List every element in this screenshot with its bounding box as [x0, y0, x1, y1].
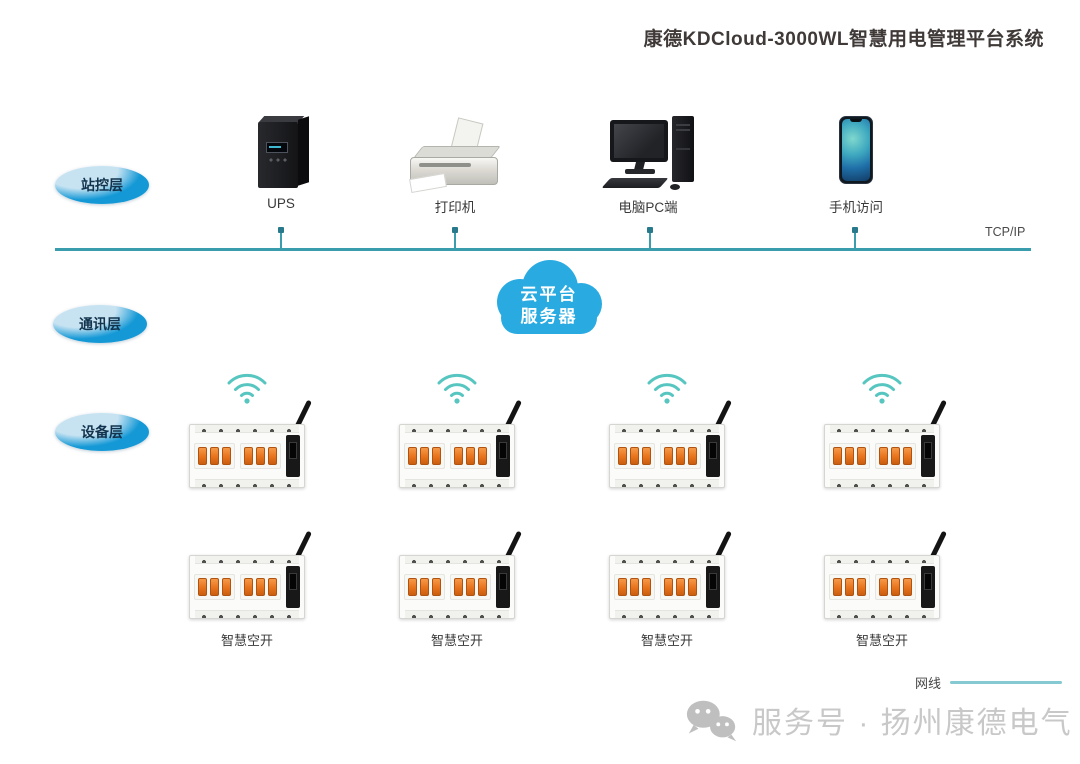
- smart-breaker: [609, 530, 732, 619]
- device-label-printer: 打印机: [434, 200, 476, 215]
- wifi-icon: [227, 373, 267, 404]
- breaker-body: [609, 555, 725, 619]
- breaker-body: [824, 555, 940, 619]
- legend-network-cable-line: [950, 681, 1062, 684]
- layer-badge-station: 站控层: [55, 166, 149, 204]
- cloud-server-label: 云平台 服务器: [486, 284, 612, 328]
- breaker-display: [706, 435, 720, 477]
- cloud-icon: [497, 260, 602, 334]
- smart-breaker: [824, 530, 947, 619]
- layer-label-station: 站控层: [81, 177, 123, 193]
- breaker-display: [921, 566, 935, 608]
- printer-icon: [408, 117, 502, 194]
- wifi-icon: [647, 373, 687, 404]
- breaker-body: [609, 424, 725, 488]
- device-label-ups: UPS: [267, 196, 295, 211]
- smart-breaker: [609, 399, 732, 488]
- device-label-pc: 电脑PC端: [618, 200, 678, 215]
- smart-breaker: [189, 530, 312, 619]
- cloud-label-line1: 云平台: [520, 285, 578, 304]
- layer-badge-communication: 通讯层: [53, 305, 147, 343]
- bus-connector: [452, 227, 458, 248]
- phone-icon: [839, 116, 873, 184]
- breaker-display: [496, 566, 510, 608]
- page-title: 康德KDCloud-3000WL智慧用电管理平台系统: [643, 29, 1044, 50]
- watermark-text: 服务号 · 扬州康德电气: [752, 707, 1073, 740]
- bus-connector: [852, 227, 858, 248]
- smart-breaker: [399, 530, 522, 619]
- wechat-icon: [686, 700, 737, 742]
- wifi-icon: [862, 373, 902, 404]
- breaker-label: 智慧空开: [855, 633, 908, 648]
- breaker-display: [921, 435, 935, 477]
- pc-icon: [601, 116, 698, 194]
- bus-connector: [278, 227, 284, 248]
- breaker-display: [496, 435, 510, 477]
- tcp-ip-bus-line: [55, 248, 1031, 251]
- breaker-body: [399, 424, 515, 488]
- wifi-icon: [437, 373, 477, 404]
- breaker-body: [399, 555, 515, 619]
- breaker-body: [189, 424, 305, 488]
- smart-breaker: [189, 399, 312, 488]
- device-label-phone: 手机访问: [829, 200, 883, 215]
- layer-label-communication: 通讯层: [79, 316, 121, 332]
- cloud-label-line2: 服务器: [520, 307, 578, 326]
- layer-badge-device: 设备层: [55, 413, 149, 451]
- bus-connector: [647, 227, 653, 248]
- tcp-ip-label: TCP/IP: [985, 225, 1026, 239]
- layer-label-device: 设备层: [81, 424, 123, 440]
- breaker-display: [286, 435, 300, 477]
- watermark: 服务号 · 扬州康德电气: [684, 697, 1073, 743]
- breaker-body: [189, 555, 305, 619]
- breaker-label: 智慧空开: [220, 633, 273, 648]
- breaker-body: [824, 424, 940, 488]
- legend-network-cable-label: 网线: [914, 676, 941, 691]
- breaker-label: 智慧空开: [430, 633, 483, 648]
- breaker-label: 智慧空开: [640, 633, 693, 648]
- smart-breaker: [399, 399, 522, 488]
- ups-icon: [254, 114, 312, 190]
- smart-breaker: [824, 399, 947, 488]
- breaker-display: [286, 566, 300, 608]
- breaker-display: [706, 566, 720, 608]
